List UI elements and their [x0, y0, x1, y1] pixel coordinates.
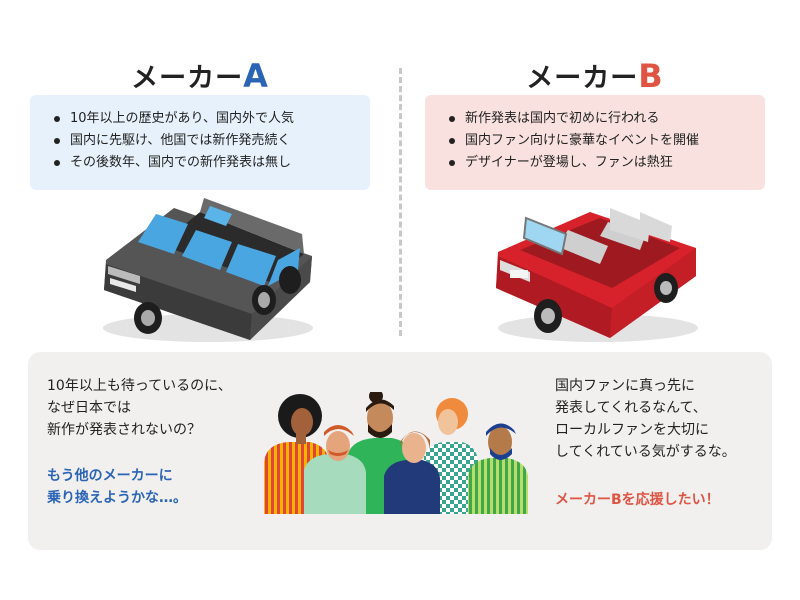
quote-line: 発表してくれるなんて、	[555, 400, 707, 416]
column-divider	[399, 68, 402, 336]
conclusion-line: もう他のメーカーに	[47, 468, 173, 484]
quote-line: 10年以上も待っているのに、	[47, 378, 232, 394]
black-limousine-icon	[103, 198, 313, 342]
maker-b-feature-text: 国内ファン向けに豪華なイベントを開催	[465, 133, 700, 148]
maker-a-feature-item: 国内に先駆け、他国では新作発売続く	[52, 130, 352, 152]
maker-b-feature-item: デザイナーが登場し、ファンは熱狂	[447, 152, 747, 174]
conclusion-line: 乗り換えようかな…。	[47, 490, 187, 506]
maker-b-fan-quote: 国内ファンに真っ先に 発表してくれるなんて、 ローカルファンを大切に してくれて…	[555, 375, 736, 463]
maker-b-heading-letter: B	[638, 57, 664, 95]
fans-group-icon	[264, 392, 528, 514]
maker-a-feature-text: 国内に先駆け、他国では新作発売続く	[70, 133, 291, 148]
bullet-icon	[54, 116, 60, 122]
quote-line: してくれている気がするな。	[555, 444, 736, 460]
quote-line: ローカルファンを大切に	[555, 422, 709, 438]
bullet-icon	[449, 138, 455, 144]
bullet-icon	[449, 160, 455, 166]
maker-a-heading: メーカーA	[30, 56, 370, 95]
maker-b-feature-item: 新作発表は国内で初めに行われる	[447, 108, 747, 130]
maker-a-feature-item: その後数年、国内での新作発表は無し	[52, 152, 352, 174]
quote-line: 新作が発表されないの？	[47, 422, 201, 438]
red-convertible-icon	[496, 208, 698, 342]
maker-b-feature-text: 新作発表は国内で初めに行われる	[465, 111, 660, 126]
maker-b-feature-box: 新作発表は国内で初めに行われる 国内ファン向けに豪華なイベントを開催 デザイナー…	[425, 95, 765, 190]
maker-b-fan-conclusion: メーカーBを応援したい！	[555, 492, 720, 508]
maker-a-fan-quote: 10年以上も待っているのに、 なぜ日本では 新作が発表されないの？	[47, 375, 232, 441]
maker-a-heading-letter: A	[243, 57, 269, 95]
maker-a-feature-text: 10年以上の歴史があり、国内外で人気	[70, 111, 295, 126]
quote-line: なぜ日本では	[47, 400, 131, 416]
maker-a-feature-list: 10年以上の歴史があり、国内外で人気 国内に先駆け、他国では新作発売続く その後…	[52, 108, 352, 174]
bullet-icon	[54, 138, 60, 144]
maker-a-feature-text: その後数年、国内での新作発表は無し	[70, 155, 292, 170]
maker-b-feature-item: 国内ファン向けに豪華なイベントを開催	[447, 130, 747, 152]
bullet-icon	[54, 160, 60, 166]
maker-a-feature-item: 10年以上の歴史があり、国内外で人気	[52, 108, 352, 130]
quote-line: 国内ファンに真っ先に	[555, 378, 695, 394]
maker-b-feature-list: 新作発表は国内で初めに行われる 国内ファン向けに豪華なイベントを開催 デザイナー…	[447, 108, 747, 174]
maker-a-fan-conclusion: もう他のメーカーに 乗り換えようかな…。	[47, 465, 187, 509]
bullet-icon	[449, 116, 455, 122]
maker-b-heading-prefix: メーカー	[526, 63, 639, 94]
maker-b-feature-text: デザイナーが登場し、ファンは熱狂	[465, 155, 673, 170]
maker-b-heading: メーカーB	[425, 56, 765, 95]
maker-a-heading-prefix: メーカー	[131, 63, 244, 94]
maker-a-feature-box: 10年以上の歴史があり、国内外で人気 国内に先駆け、他国では新作発売続く その後…	[30, 95, 370, 190]
